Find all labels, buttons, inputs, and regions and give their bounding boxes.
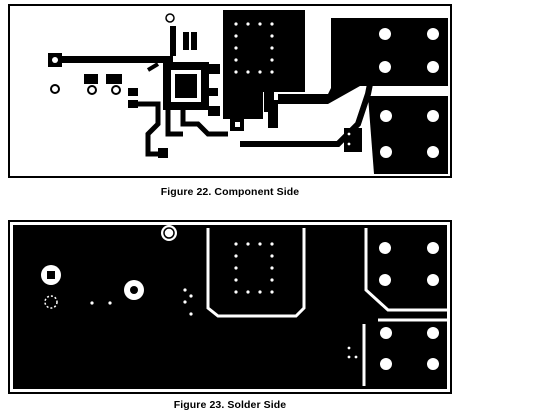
figure-22-caption: Figure 22. Component Side [160, 186, 300, 198]
figure-23-caption: Figure 23. Solder Side [173, 399, 287, 411]
solder-side-artwork [8, 220, 452, 394]
component-side-layout [8, 4, 452, 178]
solder-side-layout [8, 220, 452, 394]
component-side-artwork [8, 4, 452, 178]
